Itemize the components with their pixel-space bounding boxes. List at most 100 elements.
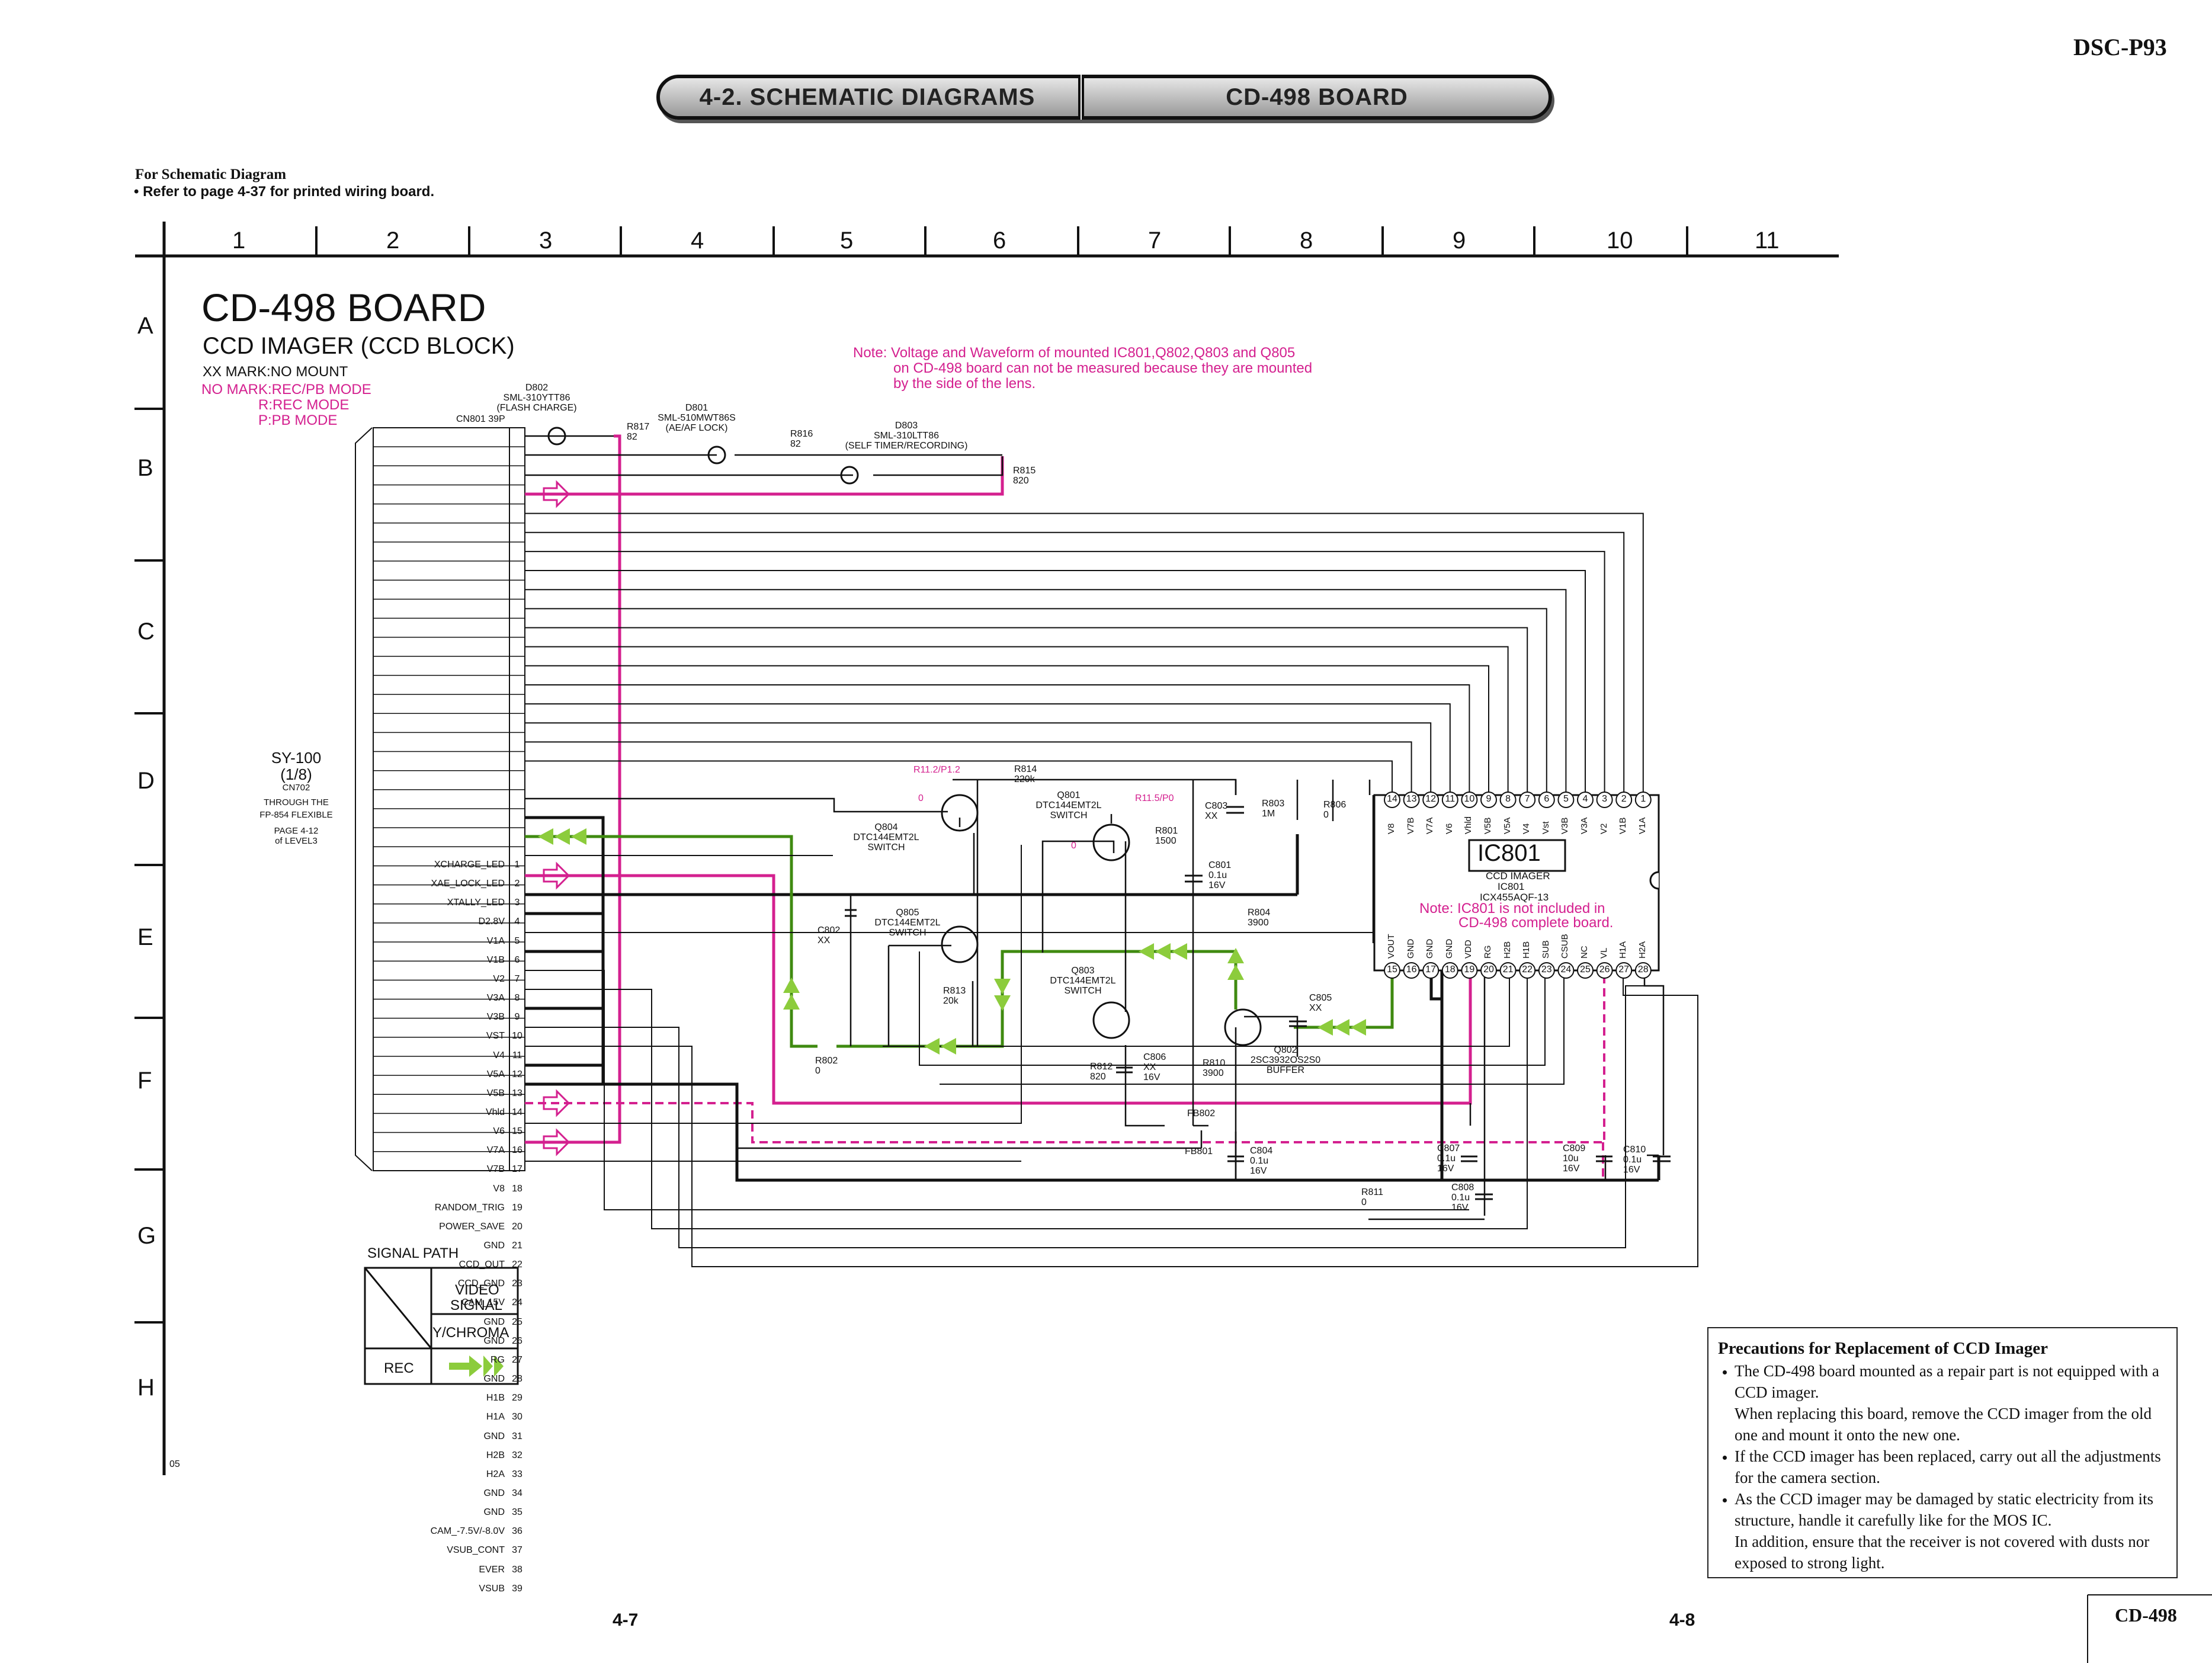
ic-pin-label: V7B xyxy=(1405,817,1416,834)
label-line: SML-310YTT86 xyxy=(503,393,570,403)
sy100-part: (1/8) xyxy=(280,765,312,783)
ic-pin xyxy=(1422,962,1440,979)
label-line: R816 xyxy=(790,429,813,439)
ic-pin-number: 5 xyxy=(1563,794,1569,804)
label-line: R810 xyxy=(1203,1058,1226,1068)
label-line: C804 xyxy=(1250,1146,1273,1156)
connector-pin-number: 4 xyxy=(514,917,520,927)
connector-pin-number: 19 xyxy=(512,1202,522,1213)
row-letter: G xyxy=(137,1223,156,1249)
ic-pin-label: SUB xyxy=(1540,940,1551,959)
label-line: R801 xyxy=(1155,826,1178,836)
ic-pin-number: 10 xyxy=(1464,794,1475,804)
row-letter: B xyxy=(137,455,153,481)
precaution-item: The CD-498 board mounted as a repair par… xyxy=(1735,1360,2167,1446)
label-line: 16V xyxy=(1250,1166,1267,1176)
label-line: R813 xyxy=(943,986,966,996)
signal-path-ychroma: Y/CHROMA xyxy=(432,1325,509,1341)
connector-pin-name: V8 xyxy=(493,1183,505,1194)
label-line: R812 xyxy=(1090,1062,1113,1072)
connector-pin-number: 16 xyxy=(512,1145,522,1156)
ic-pin-label: V1A xyxy=(1637,817,1647,834)
connector-pin-name: RANDOM_TRIG xyxy=(434,1202,505,1213)
label-line: C808 xyxy=(1451,1183,1474,1193)
connector-pin-number: 38 xyxy=(512,1564,522,1575)
label-line: 0.1u xyxy=(1437,1153,1456,1164)
connector-pin-name: V2 xyxy=(493,973,505,984)
connector-pin-name: XAE_LOCK_LED xyxy=(431,879,505,889)
connector-pin-number: 6 xyxy=(514,954,520,965)
connector-pin-name: CCD_OUT xyxy=(459,1260,505,1270)
label-line: 0 xyxy=(1361,1197,1367,1207)
label-line: DTC144EMT2L xyxy=(1036,800,1102,810)
connector-pin-name: CAM_15V xyxy=(461,1297,505,1308)
connector-pin-number: 17 xyxy=(512,1164,522,1175)
connector-pin-name: V7B xyxy=(486,1164,505,1175)
connector-pin-number: 9 xyxy=(514,1012,520,1023)
voltage-note-3: by the side of the lens. xyxy=(893,376,1036,392)
ic-pin-number: 7 xyxy=(1524,794,1530,804)
ic-pin-label: CSUB xyxy=(1560,934,1570,959)
board-title-header: CD-498 BOARD xyxy=(1226,84,1408,110)
connector-pin-number: 13 xyxy=(512,1088,522,1098)
label-line: XX xyxy=(1143,1062,1156,1072)
label-line: Q804 xyxy=(874,822,898,832)
label-line: D803 xyxy=(895,421,918,431)
ic-pin-number: 25 xyxy=(1580,965,1591,975)
ic-pin-number: 4 xyxy=(1582,794,1588,804)
ic801-ref: IC801 xyxy=(1498,881,1525,892)
label-line: 16V xyxy=(1451,1203,1469,1213)
connector-pin-number: 14 xyxy=(512,1107,522,1117)
label-line: 0.1u xyxy=(1208,870,1227,880)
precautions-list: The CD-498 board mounted as a repair par… xyxy=(1718,1360,2167,1574)
connector-pin-number: 33 xyxy=(512,1469,522,1479)
precaution-item: If the CCD imager has been replaced, car… xyxy=(1735,1446,2167,1488)
ic-pin-number: 3 xyxy=(1602,794,1608,804)
label-line: R806 xyxy=(1323,800,1347,810)
label-fb802: FB802 xyxy=(1187,1108,1216,1119)
label-line: 82 xyxy=(790,439,801,449)
ic-pin-label: V5B xyxy=(1483,817,1493,834)
label-line: (FLASH CHARGE) xyxy=(496,403,577,413)
label-line: 0.1u xyxy=(1451,1193,1470,1203)
connector-pin-name: GND xyxy=(483,1241,505,1251)
ic-pin-label: H1B xyxy=(1521,941,1532,959)
ic-pin-number: 20 xyxy=(1483,965,1494,975)
note-refer: • Refer to page 4-37 for printed wiring … xyxy=(134,184,435,200)
ic-pin xyxy=(1634,792,1652,808)
ic-pin-number: 24 xyxy=(1560,965,1572,975)
label-line: SML-510MWT86S xyxy=(658,413,736,423)
label-line: R803 xyxy=(1262,799,1285,809)
connector-pin-number: 25 xyxy=(512,1316,522,1327)
column-number: 7 xyxy=(1148,227,1162,254)
label-zero1: 0 xyxy=(918,793,924,803)
ic-pin-label: H2A xyxy=(1637,941,1647,959)
column-number: 8 xyxy=(1300,227,1313,254)
ic-pin-label: VOUT xyxy=(1386,934,1396,959)
label-line: 20k xyxy=(943,996,958,1006)
signal-path-title: SIGNAL PATH xyxy=(367,1245,459,1261)
xx-mark-note: XX MARK:NO MOUNT xyxy=(203,364,348,380)
connector-pin-name: V3A xyxy=(486,993,505,1004)
label-line: R817 xyxy=(627,422,650,432)
connector-pin-name: RG xyxy=(491,1354,505,1365)
ic-pin xyxy=(1596,792,1613,808)
label-line: 220k xyxy=(1014,774,1035,784)
ic-pin-label: GND xyxy=(1425,938,1435,959)
label-line: DTC144EMT2L xyxy=(853,832,919,842)
ic-pin-label: V2 xyxy=(1598,823,1609,834)
ic-pin xyxy=(1519,962,1536,979)
connector-pin-number: 39 xyxy=(512,1583,522,1594)
